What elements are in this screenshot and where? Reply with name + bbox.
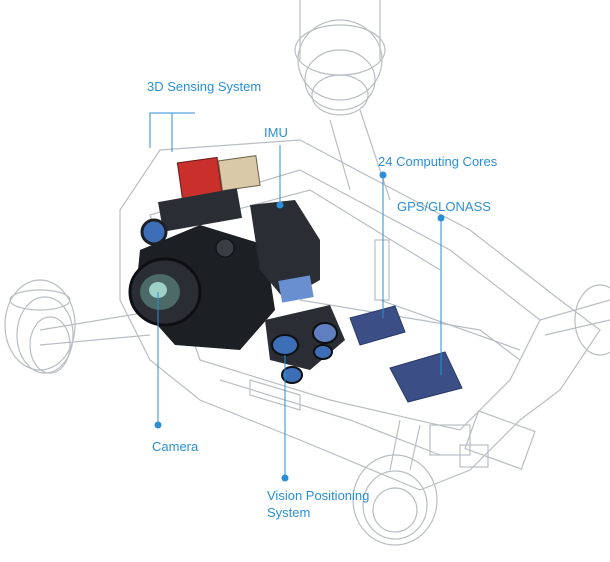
- label-vps-line1: Vision Positioning: [267, 488, 370, 503]
- label-computing-cores: 24 Computing Cores: [378, 154, 498, 169]
- drone-wireframe: [4, 0, 610, 546]
- vision-positioning-module: [265, 305, 345, 384]
- label-imu: IMU: [264, 125, 288, 140]
- label-vps-line2: System: [267, 505, 311, 520]
- gps-glonass-chip: [389, 351, 463, 403]
- label-gps-glonass: GPS/GLONASS: [397, 199, 491, 214]
- callout-lines: [149, 112, 445, 482]
- label-camera: Camera: [152, 439, 199, 454]
- label-vision-positioning-system: Vision Positioning System: [267, 487, 387, 521]
- sensing-system-module: [140, 155, 261, 246]
- gimbal-camera: [128, 200, 320, 350]
- sensing-leader: [149, 112, 195, 148]
- computing-cores-chip: [349, 305, 406, 346]
- label-3d-sensing-system: 3D Sensing System: [147, 79, 262, 94]
